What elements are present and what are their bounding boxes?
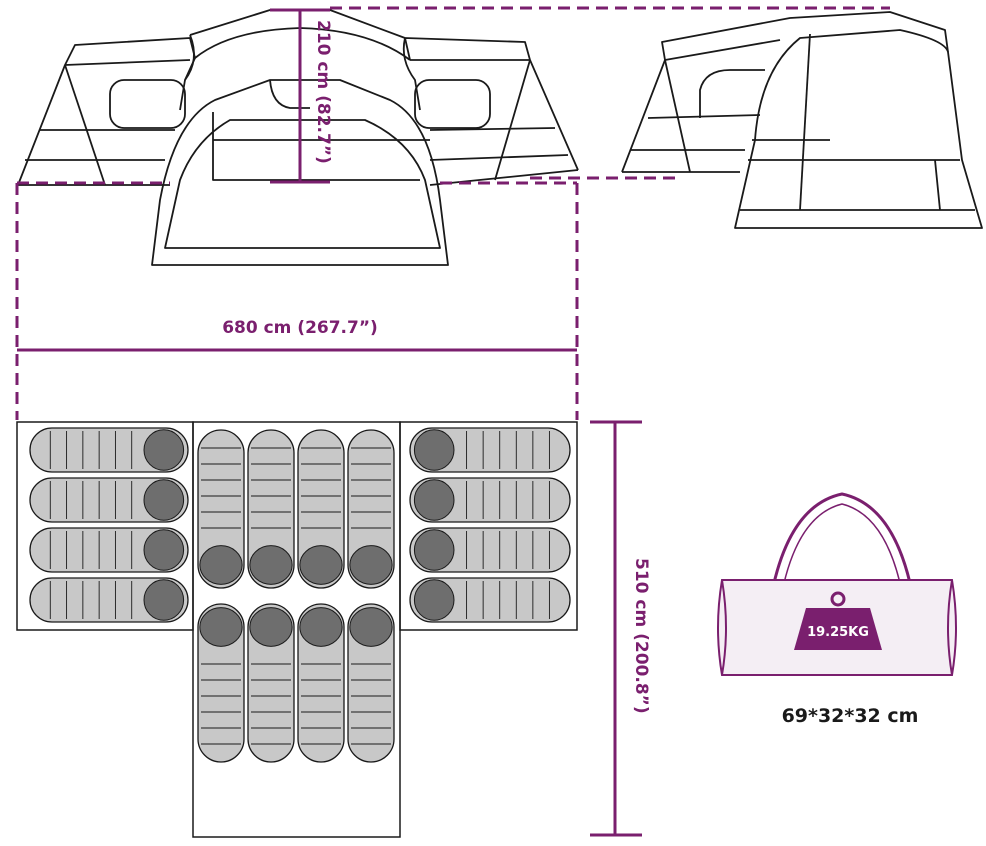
sleeping-bag: [297, 429, 345, 589]
sleeping-bag: [197, 429, 245, 589]
sleeping-bag: [409, 427, 571, 473]
sleeping-bag: [29, 577, 189, 623]
depth-dimension: 510 cm (200.8”): [590, 420, 651, 837]
weight-icon: 19.25KG: [794, 591, 882, 650]
sleeping-bags-left: [29, 427, 189, 623]
sleeping-bag: [29, 527, 189, 573]
sleeping-bag: [247, 603, 295, 763]
sleeping-bag: [347, 603, 395, 763]
width-dimension: 680 cm (267.7”): [15, 176, 680, 420]
carry-bag: 19.25KG 69*32*32 cm: [717, 492, 957, 727]
sleeping-bag: [409, 477, 571, 523]
floor-plan: [16, 421, 578, 838]
sleeping-bag: [409, 577, 571, 623]
sleeping-bag: [29, 427, 189, 473]
sleeping-bags-center: [197, 429, 395, 763]
sleeping-bags-right: [409, 427, 571, 623]
depth-label: 510 cm (200.8”): [631, 558, 651, 714]
width-label: 680 cm (267.7”): [222, 318, 378, 338]
height-dimension: 210 cm (82.7”): [270, 6, 890, 184]
tent-side-view: [621, 11, 983, 229]
sleeping-bag: [297, 603, 345, 763]
height-label: 210 cm (82.7”): [313, 20, 333, 164]
right-room: [399, 421, 578, 631]
tent-front-view: [17, 9, 579, 266]
sleeping-bag: [409, 527, 571, 573]
weight-label: 19.25KG: [807, 625, 869, 640]
bag-size-label: 69*32*32 cm: [782, 705, 919, 727]
sleeping-bag: [347, 429, 395, 589]
sleeping-bag: [197, 603, 245, 763]
sleeping-bag: [247, 429, 295, 589]
sleeping-bag: [29, 477, 189, 523]
